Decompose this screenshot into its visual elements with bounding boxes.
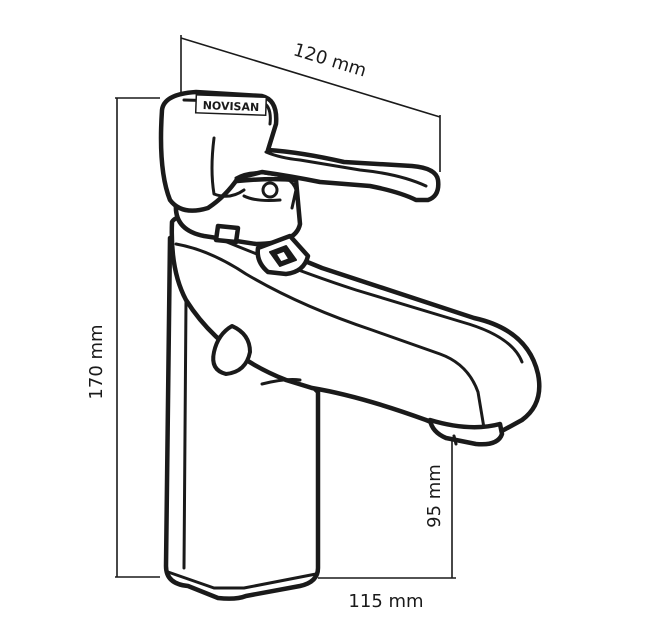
body-face-line-left xyxy=(182,298,188,570)
dimension-lines xyxy=(115,35,456,579)
spout-aerator xyxy=(427,417,505,447)
aerator-rim xyxy=(452,434,458,446)
body-hole xyxy=(211,324,252,376)
lever-connector xyxy=(213,223,241,245)
dim-label-base-depth: 115 mm xyxy=(348,591,423,612)
logo-text: NOVISAN xyxy=(202,99,259,114)
temperature-indicator xyxy=(255,233,311,277)
logo-plate xyxy=(194,94,268,117)
handle-logo: NOVISAN xyxy=(194,94,268,117)
dim-label-total-height: 170 mm xyxy=(86,324,107,399)
handle-lever-edge xyxy=(264,150,428,188)
handle-shadow-line xyxy=(210,136,246,198)
pivot-bracket xyxy=(234,171,298,210)
body-base-edge xyxy=(166,570,318,590)
body-face-line-right xyxy=(260,378,302,386)
faucet xyxy=(158,89,542,601)
spout-crease xyxy=(174,242,486,430)
faucet-handle xyxy=(158,89,441,213)
pivot-link xyxy=(242,194,282,202)
lever-pivot xyxy=(234,171,298,210)
indicator-inner xyxy=(275,250,290,263)
pivot-screw xyxy=(261,181,279,199)
dim-label-spout-height: 95 mm xyxy=(424,464,445,528)
dim-top-line xyxy=(180,37,441,118)
